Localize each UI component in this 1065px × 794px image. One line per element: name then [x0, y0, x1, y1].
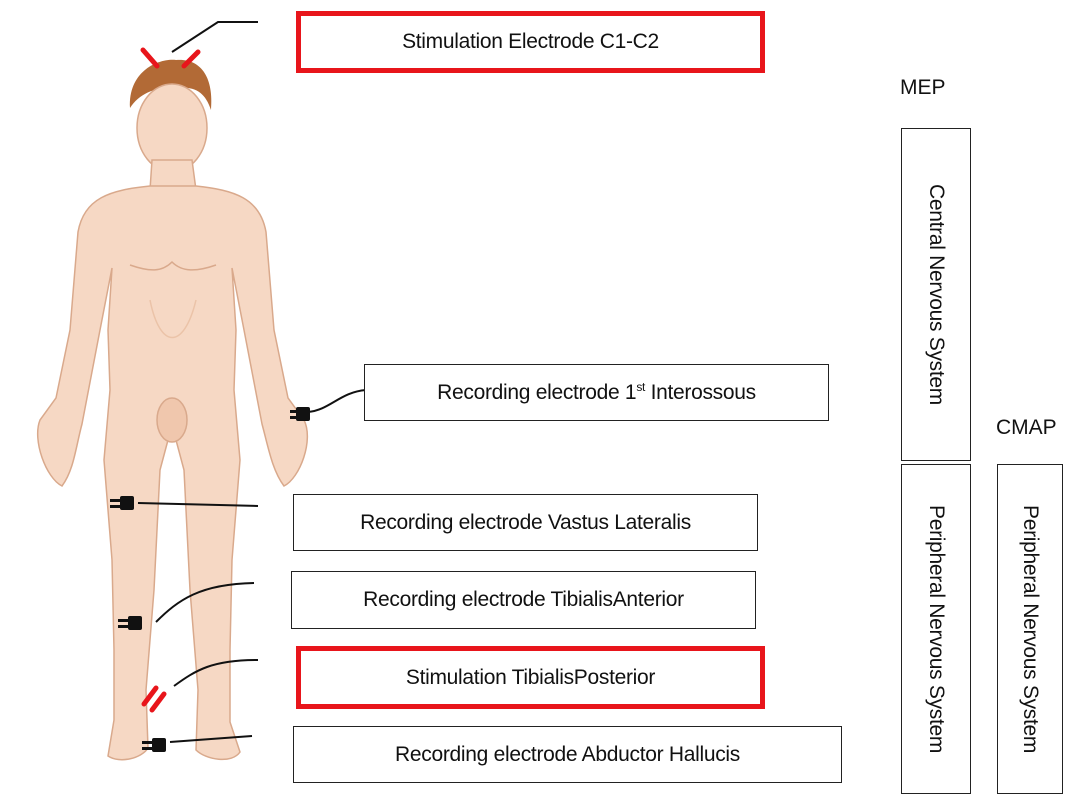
cmap-header: CMAP [996, 416, 1057, 440]
recording-vastus-box: Recording electrode Vastus Lateralis [293, 494, 758, 551]
stimulation-c1-c2-box: Stimulation Electrode C1-C2 [296, 11, 765, 73]
mep-peripheral-nervous-system-box: Peripheral Nervous System [901, 464, 971, 794]
stimulation-c1-c2-label: Stimulation Electrode C1-C2 [402, 30, 659, 54]
recording-interossous-box: Recording electrode 1st Interossous [364, 364, 829, 421]
head [137, 84, 207, 172]
recording-vastus-label: Recording electrode Vastus Lateralis [360, 511, 691, 535]
mep-header: MEP [900, 76, 946, 100]
mep-central-label: Central Nervous System [924, 184, 948, 405]
cmap-peripheral-nervous-system-box: Peripheral Nervous System [997, 464, 1063, 794]
mep-peripheral-label: Peripheral Nervous System [924, 505, 948, 753]
recording-tibialis-anterior-label: Recording electrode TibialisAnterior [363, 588, 684, 612]
cmap-peripheral-label: Peripheral Nervous System [1018, 505, 1042, 753]
mep-central-nervous-system-box: Central Nervous System [901, 128, 971, 461]
recording-tibialis-anterior-box: Recording electrode TibialisAnterior [291, 571, 756, 629]
stimulation-tibialis-posterior-box: Stimulation TibialisPosterior [296, 646, 765, 709]
torso [38, 186, 308, 760]
recording-interossous-label: Recording electrode 1st Interossous [437, 381, 756, 405]
stimulation-tibialis-posterior-label: Stimulation TibialisPosterior [406, 666, 655, 690]
recording-abductor-box: Recording electrode Abductor Hallucis [293, 726, 842, 783]
recording-abductor-label: Recording electrode Abductor Hallucis [395, 743, 740, 767]
